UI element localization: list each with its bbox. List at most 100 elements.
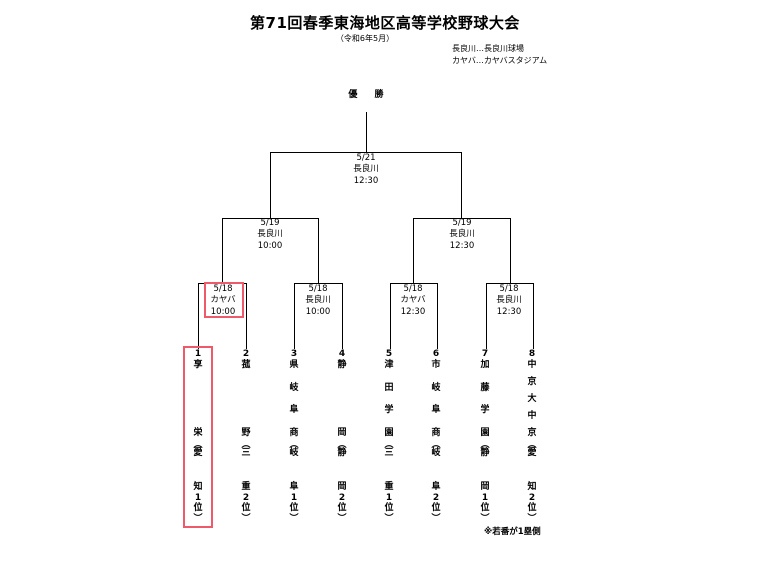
team-name-char: 岐 — [289, 382, 299, 393]
prefecture-char: 愛 — [193, 448, 203, 458]
paren-open: ︵ — [289, 440, 299, 450]
team-name-char: 大 — [527, 394, 537, 404]
team-name-char: 享 — [193, 360, 203, 370]
match-date: 5/18 — [308, 284, 328, 294]
team-number: 4 — [338, 349, 346, 359]
paren-close: ︶ — [241, 514, 251, 524]
line — [390, 283, 391, 349]
prefecture-char: 岡 — [337, 482, 347, 492]
paren-close: ︶ — [289, 514, 299, 524]
rank-suffix: 位 — [431, 503, 441, 513]
semifinal-match-info: 5/19 長良川 12:30 — [427, 218, 497, 252]
team-number: 5 — [385, 349, 393, 359]
semifinal-match-info: 5/19 長良川 10:00 — [235, 218, 305, 252]
team-name-char: 静 — [337, 360, 347, 370]
match-time: 10:00 — [210, 306, 236, 317]
line — [222, 218, 223, 283]
team-name-char: 加 — [480, 360, 490, 370]
paren-close: ︶ — [431, 514, 441, 524]
prefecture-char: 岐 — [431, 448, 441, 458]
team-rank: 2 — [338, 493, 346, 503]
prefecture-char: 岡 — [480, 482, 490, 492]
match-time: 10:00 — [305, 306, 331, 317]
team-name-char: 栄 — [193, 428, 203, 438]
prefecture-char: 静 — [337, 448, 347, 458]
match-date: 5/18 — [213, 284, 233, 294]
team-name-char: 阜 — [289, 405, 299, 416]
team-name-char: 菰 — [241, 360, 251, 370]
paren-open: ︵ — [527, 440, 537, 450]
quarterfinal-match-info: 5/18 長良川 10:00 — [283, 284, 353, 318]
team-number: 3 — [290, 349, 298, 359]
rank-suffix: 位 — [527, 503, 537, 513]
rank-suffix: 位 — [384, 503, 394, 513]
team-name-char: 阜 — [431, 405, 441, 416]
team-name-char: 岐 — [431, 382, 441, 393]
final-match-info: 5/21 長良川 12:30 — [331, 153, 401, 187]
paren-open: ︵ — [241, 440, 251, 450]
team-rank: 1 — [385, 493, 393, 503]
match-date: 5/18 — [403, 284, 423, 294]
team-number: 2 — [242, 349, 250, 359]
prefecture-char: 知 — [193, 482, 203, 492]
line — [413, 218, 414, 283]
line — [222, 218, 318, 219]
rank-suffix: 位 — [337, 503, 347, 513]
line — [437, 283, 438, 349]
match-time: 10:00 — [257, 240, 283, 251]
line — [486, 283, 533, 284]
highlight-box-team — [183, 346, 213, 528]
line — [486, 283, 487, 349]
match-time: 12:30 — [449, 240, 475, 251]
team-name-char: 中 — [527, 411, 537, 421]
team-name-char: 津 — [384, 360, 394, 370]
paren-close: ︶ — [527, 514, 537, 524]
match-venue: カヤバ — [210, 295, 236, 306]
paren-close: ︶ — [480, 514, 490, 524]
paren-open: ︵ — [480, 440, 490, 450]
match-venue: 長良川 — [305, 295, 331, 306]
paren-open: ︵ — [431, 440, 441, 450]
match-venue: カヤバ — [400, 295, 426, 306]
champion-label: 優 勝 — [348, 90, 384, 100]
match-date: 5/21 — [356, 153, 376, 163]
team-number: 1 — [194, 349, 202, 359]
legend-item: 長良川…長良川球場 — [452, 44, 524, 53]
line — [366, 112, 367, 152]
match-date: 5/18 — [499, 284, 519, 294]
venue-legend: 長良川…長良川球場 カヤバ…カヤバスタジアム — [452, 43, 547, 67]
team-name-char: 園 — [384, 428, 394, 438]
prefecture-char: 重 — [241, 482, 251, 492]
line — [294, 283, 295, 349]
team-name-char: 県 — [289, 360, 299, 370]
match-venue: 長良川 — [496, 295, 522, 306]
line — [270, 152, 462, 153]
rank-suffix: 位 — [480, 503, 490, 513]
line — [270, 152, 271, 218]
match-time: 12:30 — [353, 175, 379, 186]
team-name-char: 中 — [527, 360, 537, 370]
line — [390, 283, 437, 284]
team-number: 6 — [432, 349, 440, 359]
team-rank: 1 — [481, 493, 489, 503]
rank-suffix: 位 — [241, 503, 251, 513]
line — [533, 283, 534, 349]
quarterfinal-match-info: 5/18 長良川 12:30 — [474, 284, 544, 318]
prefecture-char: 愛 — [527, 448, 537, 458]
prefecture-char: 阜 — [289, 482, 299, 492]
match-date: 5/19 — [452, 218, 472, 228]
match-venue: 長良川 — [353, 164, 379, 175]
team-number: 7 — [481, 349, 489, 359]
team-name-char: 学 — [480, 405, 490, 416]
team-rank: 2 — [242, 493, 250, 503]
page-title: 第71回春季東海地区高等学校野球大会 — [250, 14, 520, 32]
line — [461, 152, 462, 218]
rank-suffix: 位 — [289, 503, 299, 513]
line — [246, 283, 247, 349]
quarterfinal-match-info: 5/18 カヤバ 12:30 — [378, 284, 448, 318]
subtitle: （令和6年5月） — [335, 34, 395, 43]
team-name-char: 商 — [431, 428, 441, 438]
paren-open: ︵ — [384, 440, 394, 450]
team-name-char: 学 — [384, 405, 394, 416]
team-rank: 1 — [290, 493, 298, 503]
